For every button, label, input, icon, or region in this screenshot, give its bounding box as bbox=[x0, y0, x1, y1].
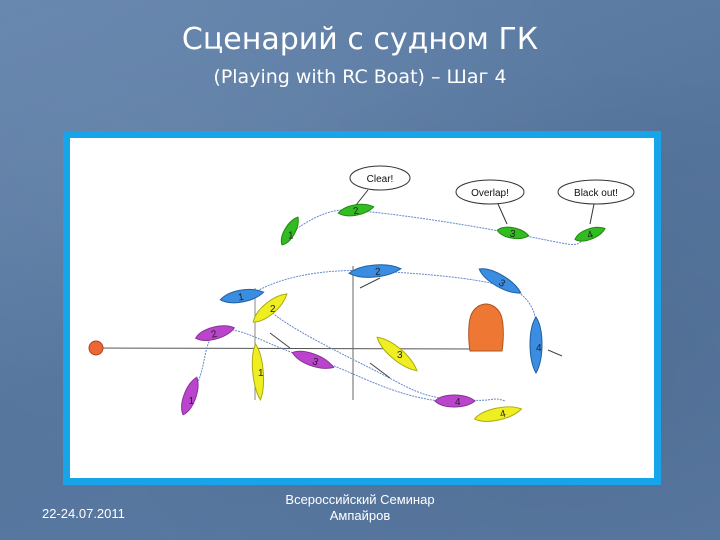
blue-boat-1: 1 bbox=[219, 289, 265, 304]
purple-boat-3: 3 bbox=[291, 350, 335, 369]
start-buoy bbox=[88, 340, 104, 356]
footer-seminar-line1: Всероссийский Семинар bbox=[285, 492, 435, 507]
track-yellow bbox=[269, 310, 506, 402]
svg-text:2: 2 bbox=[352, 206, 360, 218]
svg-text:1: 1 bbox=[288, 230, 294, 241]
blue-boat-4: 4 bbox=[529, 316, 543, 375]
callout-clear: Clear! bbox=[349, 165, 411, 206]
yellow-boat-2: 2 bbox=[252, 293, 288, 323]
footer-seminar: Всероссийский Семинар Ампайров bbox=[260, 492, 460, 524]
svg-text:2: 2 bbox=[375, 266, 382, 277]
footer-seminar-line2: Ампайров bbox=[329, 508, 391, 523]
callout-blackout: Black out! bbox=[557, 179, 635, 225]
svg-text:2: 2 bbox=[270, 304, 276, 315]
footer-date: 22-24.07.2011 bbox=[42, 506, 125, 521]
svg-text:1: 1 bbox=[189, 396, 195, 407]
purple-boat-4: 4 bbox=[434, 394, 476, 408]
blue-boat-3: 3 bbox=[478, 268, 522, 294]
purple-boat-1: 1 bbox=[181, 376, 199, 416]
boom-mark bbox=[269, 332, 291, 349]
svg-text:Overlap!: Overlap! bbox=[471, 188, 509, 199]
scenario-diagram: Clear! Overlap! Black out! 1 2 3 4 bbox=[88, 165, 635, 422]
blue-boat-2: 2 bbox=[348, 264, 402, 278]
boom-mark bbox=[359, 277, 381, 289]
start-line bbox=[95, 347, 481, 350]
svg-text:3: 3 bbox=[497, 278, 508, 291]
svg-text:3: 3 bbox=[397, 350, 403, 361]
svg-text:4: 4 bbox=[455, 397, 461, 408]
green-boat-3: 3 bbox=[496, 226, 530, 241]
slide-subtitle: (Playing with RC Boat) – Шаг 4 bbox=[213, 66, 507, 88]
svg-text:4: 4 bbox=[536, 343, 542, 354]
svg-text:3: 3 bbox=[311, 356, 320, 368]
yellow-boat-4: 4 bbox=[473, 406, 523, 422]
svg-text:Clear!: Clear! bbox=[367, 174, 394, 185]
track-purple bbox=[189, 329, 451, 403]
diagram-canvas: Clear! Overlap! Black out! 1 2 3 4 bbox=[70, 138, 654, 478]
svg-text:Black out!: Black out! bbox=[574, 188, 618, 199]
svg-text:4: 4 bbox=[499, 408, 507, 420]
slide-title: Сценарий с судном ГК bbox=[181, 22, 539, 57]
boom-mark bbox=[369, 362, 391, 379]
svg-text:1: 1 bbox=[258, 368, 264, 379]
green-boat-1: 1 bbox=[280, 216, 299, 246]
svg-text:1: 1 bbox=[237, 292, 245, 304]
blue-boat-2-lower: 2 bbox=[194, 325, 236, 341]
yellow-boat-3: 3 bbox=[376, 336, 418, 372]
svg-text:2: 2 bbox=[210, 329, 219, 341]
callout-overlap: Overlap! bbox=[455, 179, 525, 225]
track-blue bbox=[241, 270, 538, 346]
yellow-boat-1: 1 bbox=[251, 343, 265, 402]
track-green bbox=[283, 209, 591, 245]
committee-boat bbox=[468, 303, 504, 352]
green-boat-4: 4 bbox=[574, 226, 606, 242]
svg-text:3: 3 bbox=[509, 229, 517, 241]
svg-text:4: 4 bbox=[586, 229, 595, 241]
green-boat-2: 2 bbox=[337, 203, 375, 218]
boom-mark bbox=[547, 349, 563, 357]
